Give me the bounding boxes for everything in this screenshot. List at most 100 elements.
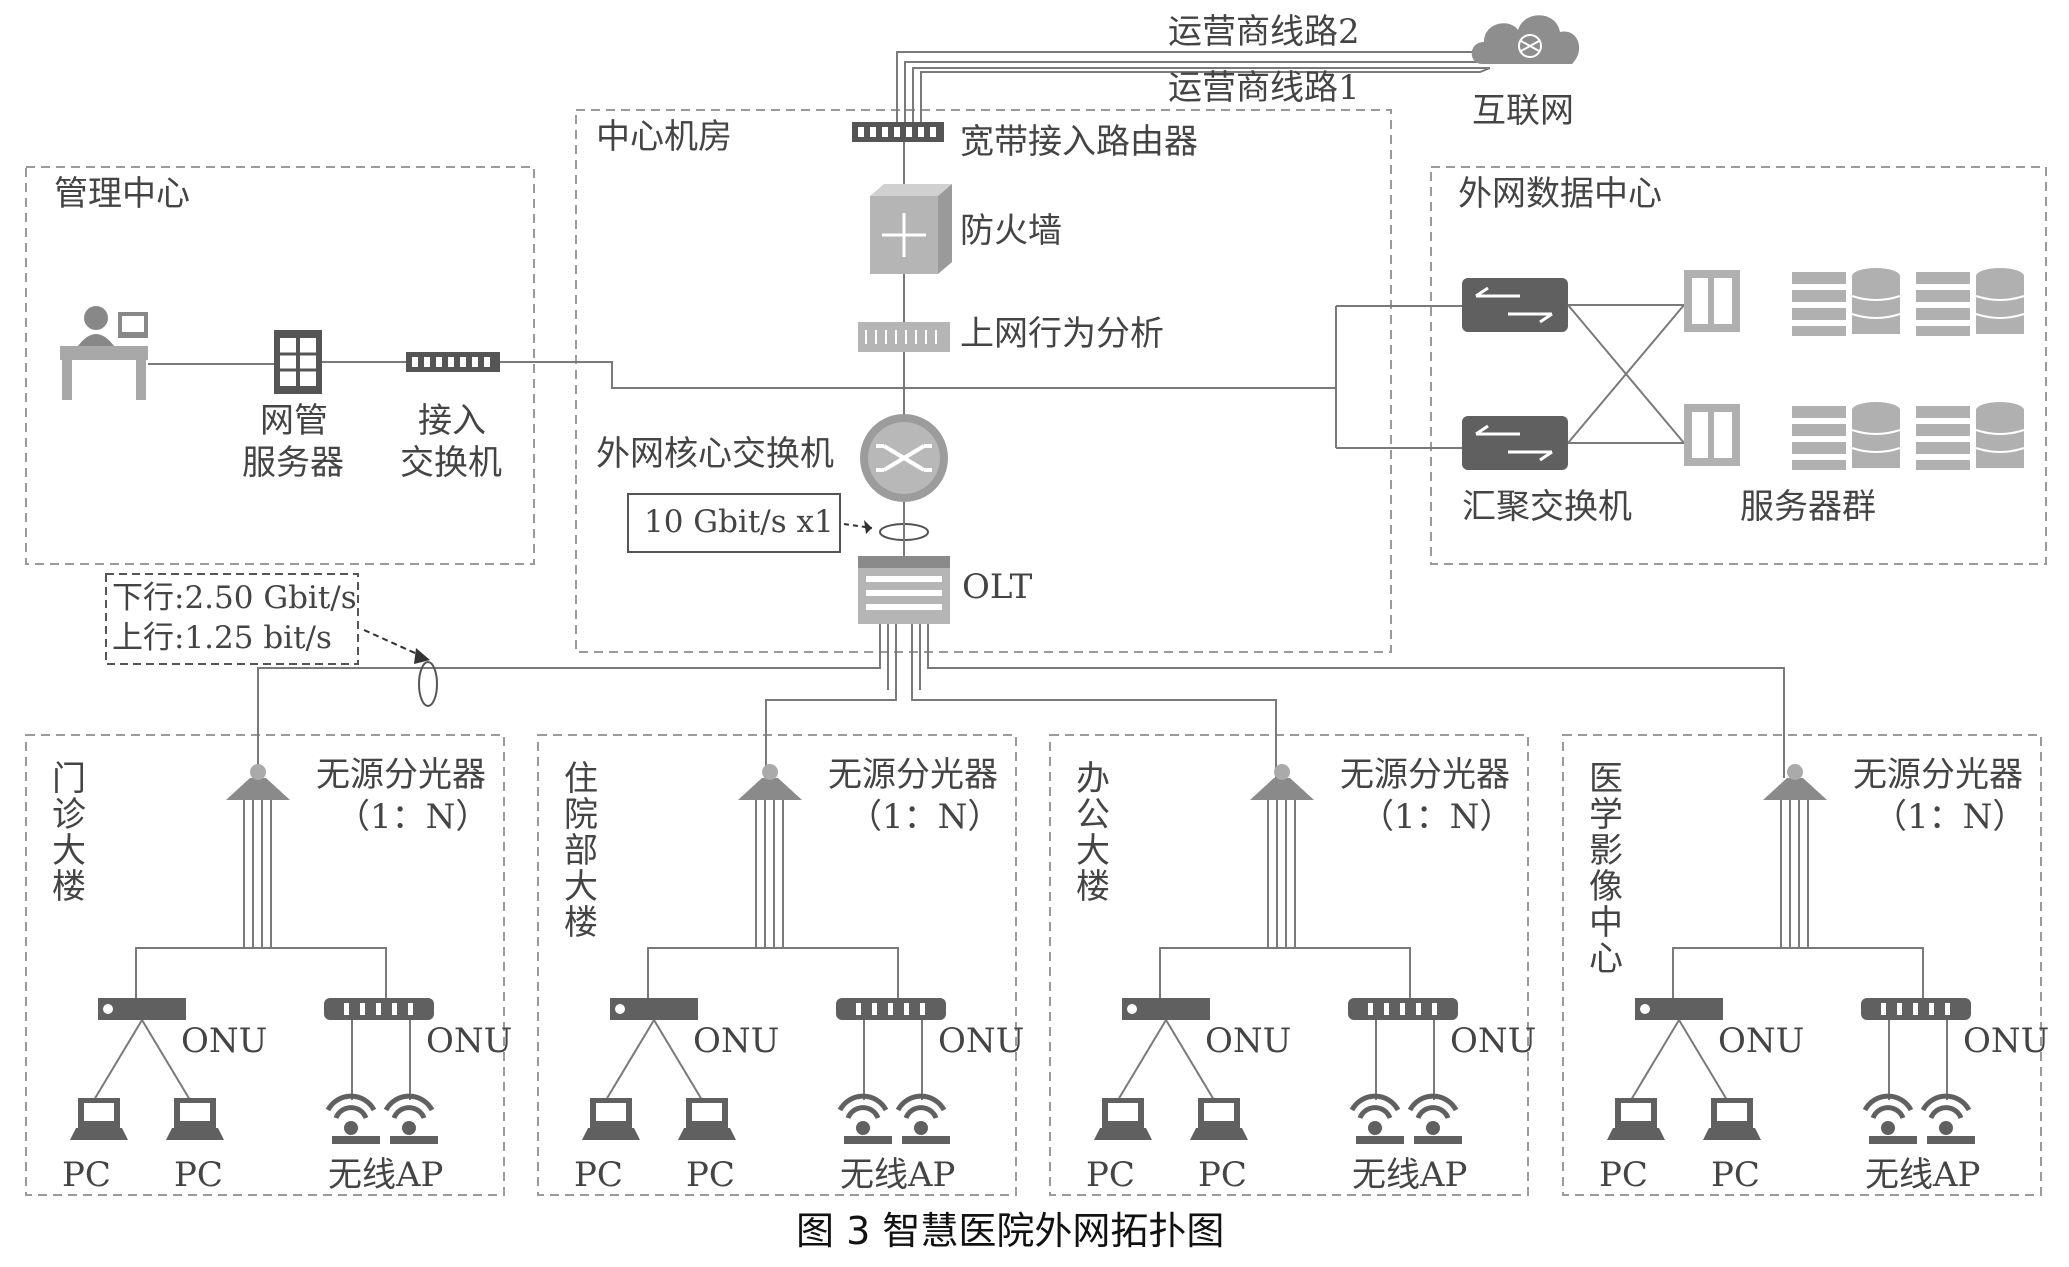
wireless-ap-label: 无线AP <box>1865 1155 1980 1195</box>
pc-label: PC <box>574 1155 623 1195</box>
workstation-icon <box>60 306 148 400</box>
firewall-icon <box>870 184 952 274</box>
router-label: 宽带接入路由器 <box>960 122 1198 162</box>
zone-building-4 <box>1562 734 2042 1196</box>
pc-label: PC <box>1086 1155 1135 1195</box>
figure-caption: 图 3 智慧医院外网拓扑图 <box>796 1209 1224 1253</box>
pc-label: PC <box>1711 1155 1760 1195</box>
link-speed-label: 10 Gbit/s x1 <box>644 504 834 540</box>
firewall-label: 防火墙 <box>960 211 1062 251</box>
pc-label: PC <box>686 1155 735 1195</box>
splitter-icon <box>1250 764 1314 800</box>
building-name-char: 公 <box>1076 795 1110 835</box>
olt-label: OLT <box>962 567 1033 607</box>
building-name-char: 心 <box>1589 939 1623 979</box>
onu-label: ONU <box>426 1021 512 1061</box>
wireless-ap-icon <box>1920 1093 1975 1144</box>
access-switch-label-2: 交换机 <box>400 443 502 483</box>
wireless-ap-icon <box>1349 1093 1404 1144</box>
carrier-links <box>896 51 1491 122</box>
pc-icon <box>1190 1098 1248 1140</box>
building-name-char: 中 <box>1589 903 1623 943</box>
server-cluster-label: 服务器群 <box>1740 487 1876 527</box>
carrier-line-2-label: 运营商线路2 <box>1168 12 1360 52</box>
pon-speed-up: 上行:1.25 bit/s <box>112 620 332 656</box>
building-name-char: 医 <box>1589 759 1623 799</box>
splitter-ratio: （1：N） <box>336 797 489 837</box>
aggregation-switch-icon <box>1462 416 1568 470</box>
zone-center-title: 中心机房 <box>596 117 732 157</box>
pc-label: PC <box>1599 1155 1648 1195</box>
wireless-ap-icon <box>895 1093 950 1144</box>
wireless-ap-icon <box>837 1093 892 1144</box>
splitter-label: 无源分光器 <box>1853 755 2023 795</box>
access-switch-icon <box>406 352 500 372</box>
building-name-char: 大 <box>1076 831 1110 871</box>
zone-building-1 <box>25 734 505 1196</box>
zone-management-title: 管理中心 <box>54 174 190 214</box>
wireless-ap-icon <box>325 1093 380 1144</box>
onu-icon <box>324 998 434 1020</box>
onu-icon <box>610 998 698 1020</box>
zone-center <box>575 109 1392 653</box>
building-name-char: 院 <box>564 795 598 835</box>
onu-label: ONU <box>1963 1021 2049 1061</box>
core-switch-icon <box>860 414 948 502</box>
building-name-char: 部 <box>564 831 598 871</box>
building-name-char: 影 <box>1589 831 1623 871</box>
carrier-line-1-label: 运营商线路1 <box>1168 68 1360 108</box>
pc-icon <box>1703 1098 1761 1140</box>
nms-server-icon <box>274 330 322 394</box>
onu-label: ONU <box>938 1021 1024 1061</box>
onu-icon <box>1635 998 1723 1020</box>
wireless-ap-label: 无线AP <box>840 1155 955 1195</box>
behavior-analysis-icon <box>858 322 950 352</box>
building-name-char: 学 <box>1589 795 1623 835</box>
splitter-label: 无源分光器 <box>828 755 998 795</box>
pc-label: PC <box>62 1155 111 1195</box>
pc-label: PC <box>1198 1155 1247 1195</box>
zone-building-2 <box>537 734 1017 1196</box>
server-cluster-icon <box>1684 268 2025 470</box>
pc-icon <box>1607 1098 1665 1140</box>
splitter-ratio: （1：N） <box>848 797 1001 837</box>
link-speed-box <box>627 493 841 553</box>
wireless-ap-label: 无线AP <box>328 1155 443 1195</box>
building-name-char: 大 <box>52 831 86 871</box>
splitter-label: 无源分光器 <box>316 755 486 795</box>
core-switch-label: 外网核心交换机 <box>596 434 834 474</box>
onu-icon <box>836 998 946 1020</box>
building-name-char: 像 <box>1589 867 1623 907</box>
splitter-ratio: （1：N） <box>1873 797 2026 837</box>
pc-icon <box>70 1098 128 1140</box>
wireless-ap-icon <box>1862 1093 1917 1144</box>
pc-icon <box>1094 1098 1152 1140</box>
onu-icon <box>1348 998 1458 1020</box>
olt-icon <box>858 556 950 624</box>
pon-speed-down: 下行:2.50 Gbit/s <box>112 580 357 616</box>
pon-speed-box <box>105 573 359 665</box>
onu-icon <box>98 998 186 1020</box>
building-name-char: 楼 <box>564 903 598 943</box>
onu-icon <box>1122 998 1210 1020</box>
internet-label: 互联网 <box>1472 91 1574 131</box>
building-name-char: 楼 <box>1076 867 1110 907</box>
pc-icon <box>582 1098 640 1140</box>
zone-datacenter <box>1430 166 2047 565</box>
zone-management <box>25 166 535 565</box>
pc-label: PC <box>174 1155 223 1195</box>
building-name-char: 办 <box>1076 759 1110 799</box>
onu-label: ONU <box>693 1021 779 1061</box>
cloud-icon <box>1471 15 1580 64</box>
onu-label: ONU <box>1205 1021 1291 1061</box>
onu-label: ONU <box>1718 1021 1804 1061</box>
onu-label: ONU <box>1450 1021 1536 1061</box>
onu-icon <box>1861 998 1971 1020</box>
wireless-ap-icon <box>1407 1093 1462 1144</box>
aggregation-switch-icon <box>1462 278 1568 332</box>
wireless-ap-icon <box>383 1093 438 1144</box>
aggregation-switch-label: 汇聚交换机 <box>1462 487 1632 527</box>
